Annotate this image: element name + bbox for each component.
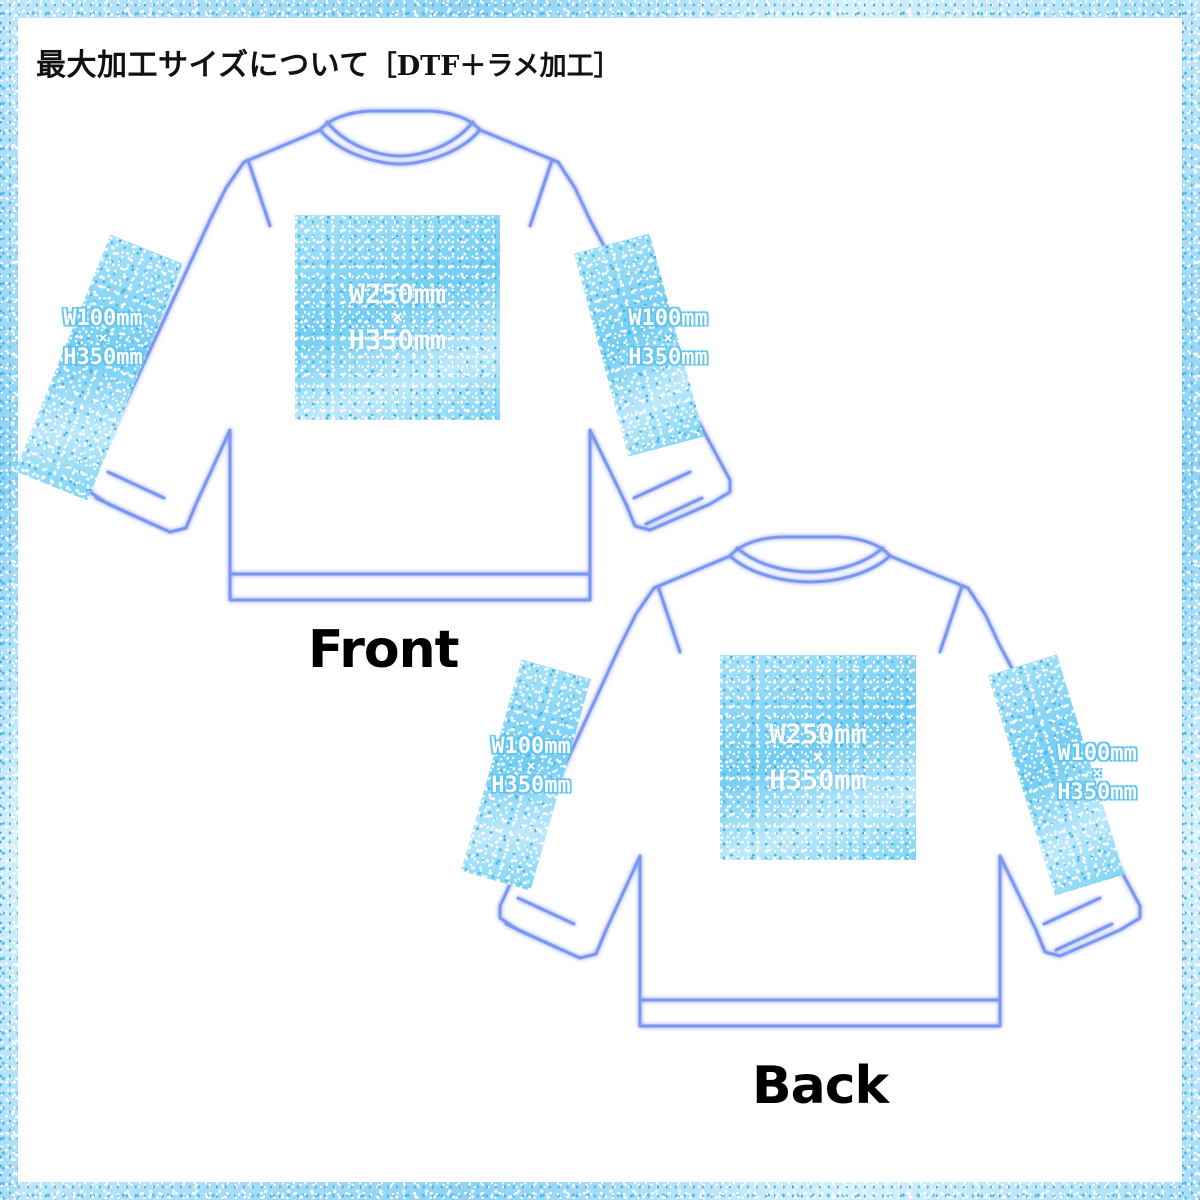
print-area-back-left-sleeve-label: W100mm × H350mm xyxy=(466,735,596,797)
decorative-border-right xyxy=(1182,0,1200,1200)
print-area-front-right-sleeve-label: W100mm × H350mm xyxy=(603,307,733,369)
print-area-front-left-sleeve-label: W100mm × H350mm xyxy=(38,307,168,369)
decorative-border-left xyxy=(0,0,18,1200)
print-area-front-chest: W250mm × H350mm xyxy=(295,215,500,420)
front-right-sleeve-height: H350mm xyxy=(628,344,708,370)
back-left-sleeve-sep: × xyxy=(526,756,536,776)
back-chest-height: H350mm xyxy=(769,764,867,796)
back-right-sleeve-height: H350mm xyxy=(1057,779,1137,805)
front-left-sleeve-sep: × xyxy=(98,328,108,348)
page-title-main: 最大加工サイズについて xyxy=(36,48,370,83)
print-area-front-chest-label: W250mm × H350mm xyxy=(349,281,447,353)
front-left-sleeve-width: W100mm xyxy=(63,306,143,331)
view-caption-back: Back xyxy=(752,1056,889,1116)
back-chest-sep: × xyxy=(812,745,824,769)
back-left-sleeve-width: W100mm xyxy=(491,734,571,759)
front-chest-sep: × xyxy=(391,305,404,329)
front-right-sleeve-sep: × xyxy=(663,328,673,348)
front-right-sleeve-width: W100mm xyxy=(628,306,708,331)
page-title-sub: ［DTF＋ラメ加工］ xyxy=(369,51,621,82)
print-area-back-right-sleeve-label: W100mm × H350mm xyxy=(1032,742,1162,804)
back-right-sleeve-width: W100mm xyxy=(1057,741,1137,766)
front-chest-width: W250mm xyxy=(348,279,447,311)
print-area-back-chest-label: W250mm × H350mm xyxy=(769,721,867,793)
page-title: 最大加工サイズについて［DTF＋ラメ加工］ xyxy=(36,40,621,84)
front-chest-height: H350mm xyxy=(348,324,447,356)
decorative-border-bottom xyxy=(0,1182,1200,1200)
tshirt-front-illustration xyxy=(88,109,732,602)
front-left-sleeve-height: H350mm xyxy=(63,344,143,370)
view-caption-front: Front xyxy=(308,620,459,680)
back-right-sleeve-sep: × xyxy=(1092,763,1102,783)
back-chest-width: W250mm xyxy=(769,719,867,751)
decorative-border-top xyxy=(0,0,1200,18)
print-area-back-chest: W250mm × H350mm xyxy=(720,655,916,860)
back-left-sleeve-height: H350mm xyxy=(491,772,571,798)
tshirt-back-illustration xyxy=(498,535,1142,1028)
